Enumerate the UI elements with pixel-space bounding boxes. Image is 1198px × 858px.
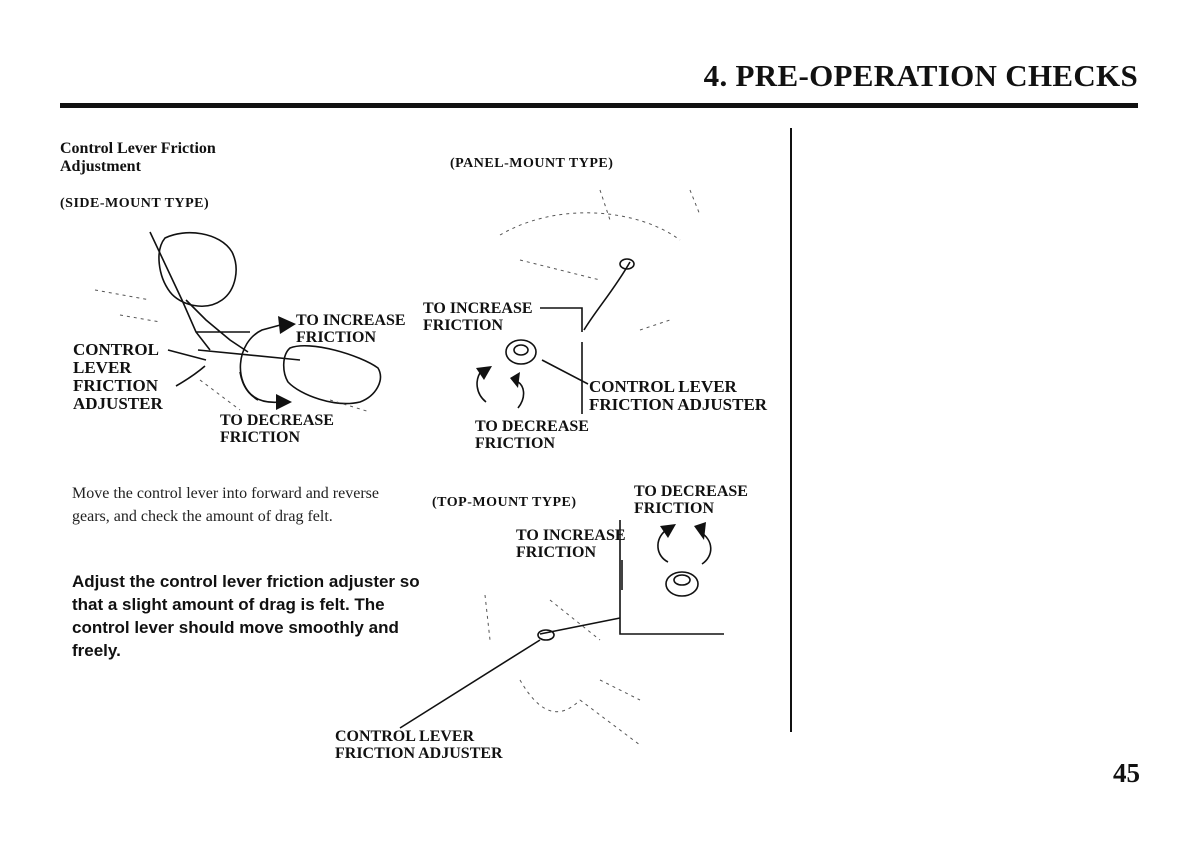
instruction-paragraph: Move the control lever into forward and …: [72, 485, 379, 525]
panel-decrease-line2: FRICTION: [475, 435, 556, 452]
top-adjuster-line1: CONTROL LEVER: [335, 728, 475, 745]
panel-adjuster-leader: [541, 359, 589, 385]
top-adjuster-label: CONTROL LEVER FRICTION ADJUSTER: [335, 728, 503, 762]
top-mount-illustration: [399, 520, 724, 746]
panel-mount-caption: (PANEL-MOUNT TYPE): [450, 156, 614, 171]
side-mount-housing: [158, 231, 237, 307]
panel-adjuster-line1: CONTROL LEVER: [589, 377, 737, 396]
screwdriver-shaft: [197, 349, 301, 361]
section-title-line1: Control Lever Friction: [60, 140, 216, 157]
side-mount-leader-bottom: [175, 365, 206, 387]
top-decrease-label: TO DECREASE FRICTION: [634, 483, 748, 517]
side-adjuster-line3: FRICTION: [73, 376, 159, 395]
top-adjuster-nut: [665, 571, 699, 597]
side-increase-line1: TO INCREASE: [296, 312, 406, 329]
panel-adjuster-nut: [505, 339, 537, 365]
side-mount-illustration: [94, 231, 382, 413]
side-adjuster-label: CONTROL LEVER FRICTION ADJUSTER: [73, 341, 163, 413]
panel-mount-illustration: [476, 189, 701, 414]
top-decrease-line1: TO DECREASE: [634, 483, 748, 500]
column-divider: [790, 128, 792, 732]
side-adjuster-line1: CONTROL: [73, 340, 159, 359]
panel-mount-knob: [619, 258, 635, 270]
arrow-head-increase-icon: [278, 316, 296, 334]
side-mount-lever: [149, 231, 211, 351]
side-adjuster-line4: ADJUSTER: [73, 394, 163, 413]
top-mount-caption: (TOP-MOUNT TYPE): [432, 495, 577, 510]
side-decrease-label: TO DECREASE FRICTION: [220, 412, 334, 446]
top-increase-label: TO INCREASE FRICTION: [516, 527, 626, 561]
top-increase-line1: TO INCREASE: [516, 527, 626, 544]
section-title-line2: Adjustment: [60, 158, 141, 175]
rotation-arrow-down: [239, 371, 281, 404]
top-mount-knob: [537, 629, 555, 641]
top-increase-leader: [619, 520, 724, 635]
top-decrease-line2: FRICTION: [634, 500, 715, 517]
top-rotate-left-icon: [657, 529, 669, 563]
top-increase-line2: FRICTION: [516, 544, 597, 561]
side-increase-line2: FRICTION: [296, 329, 377, 346]
top-adjuster-line2: FRICTION ADJUSTER: [335, 745, 503, 762]
side-adjuster-line2: LEVER: [73, 358, 132, 377]
screwdriver-handle: [282, 344, 382, 405]
panel-increase-line2: FRICTION: [423, 317, 504, 334]
panel-decrease-line1: TO DECREASE: [475, 418, 589, 435]
top-rotate-right-icon: [699, 531, 712, 565]
side-increase-label: TO INCREASE FRICTION: [296, 312, 406, 346]
side-mount-caption: (SIDE-MOUNT TYPE): [60, 196, 210, 211]
instruction-note: Adjust the control lever friction adjust…: [72, 572, 420, 660]
top-mount-lever: [539, 617, 621, 635]
panel-mount-cable: [583, 261, 631, 331]
side-decrease-line2: FRICTION: [220, 429, 301, 446]
header-rule: [60, 103, 1138, 108]
panel-decrease-label: TO DECREASE FRICTION: [475, 418, 589, 452]
section-title: Control Lever Friction Adjustment: [60, 140, 216, 176]
side-mount-body: [185, 299, 250, 353]
panel-adjuster-hole: [513, 344, 529, 356]
top-adjuster-leader: [399, 639, 541, 729]
page-title: 4. PRE-OPERATION CHECKS: [703, 58, 1138, 93]
panel-increase-line1: TO INCREASE: [423, 300, 533, 317]
panel-adjuster-line2: FRICTION ADJUSTER: [589, 395, 768, 414]
top-adjuster-hole: [673, 574, 691, 586]
panel-increase-label: TO INCREASE FRICTION: [423, 300, 533, 334]
page-number: 45: [1113, 758, 1140, 788]
panel-adjuster-label: CONTROL LEVER FRICTION ADJUSTER: [589, 378, 767, 414]
panel-increase-leader: [540, 307, 583, 332]
side-mount-leader: [167, 349, 207, 361]
arrow-head-decrease-icon: [276, 394, 292, 410]
side-decrease-line1: TO DECREASE: [220, 412, 334, 429]
